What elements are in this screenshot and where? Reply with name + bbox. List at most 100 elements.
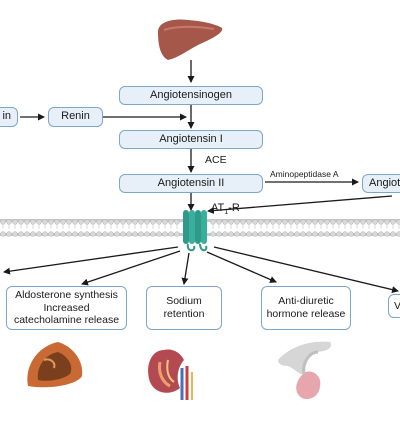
- lipid-head: [258, 231, 264, 237]
- lipid-head: [300, 231, 306, 237]
- lipid-head: [282, 219, 288, 225]
- lipid-head: [126, 219, 132, 225]
- lipid-head: [162, 231, 168, 237]
- angiotensinogen-label: Angiotensinogen: [150, 88, 232, 101]
- vasoconstriction-effect-label: V: [394, 299, 400, 312]
- lipid-head: [366, 219, 372, 225]
- liver-icon: [158, 19, 223, 60]
- angiotensin-1-label: Angiotensin I: [159, 132, 223, 145]
- lipid-head: [126, 231, 132, 237]
- lipid-head: [66, 219, 72, 225]
- lipid-head: [12, 219, 18, 225]
- lipid-head: [222, 231, 228, 237]
- lipid-head: [60, 231, 66, 237]
- lipid-head: [90, 219, 96, 225]
- lipid-head: [276, 231, 282, 237]
- lipid-head: [96, 231, 102, 237]
- lipid-head: [24, 219, 30, 225]
- kidney-icon: [148, 349, 193, 400]
- lipid-head: [324, 231, 330, 237]
- lipid-head: [378, 231, 384, 237]
- lipid-head: [138, 231, 144, 237]
- lipid-head: [18, 231, 24, 237]
- adh-effect-box: Anti-diuretic hormone release: [261, 286, 351, 330]
- lipid-head: [0, 231, 6, 237]
- lipid-head: [336, 219, 342, 225]
- adrenal-gland-icon: [27, 342, 83, 388]
- lipid-head: [390, 219, 396, 225]
- lipid-head: [396, 231, 400, 237]
- lipid-head: [276, 219, 282, 225]
- lipid-head: [246, 219, 252, 225]
- lipid-head: [288, 231, 294, 237]
- lipid-head: [12, 231, 18, 237]
- at-subscript: 1: [224, 209, 229, 217]
- lipid-head: [384, 231, 390, 237]
- lipid-head: [0, 219, 6, 225]
- lipid-head: [174, 231, 180, 237]
- lipid-head: [210, 231, 216, 237]
- lipid-head: [282, 231, 288, 237]
- lipid-head: [150, 231, 156, 237]
- angiotensin-3-node: Angiote: [362, 174, 400, 193]
- lipid-head: [30, 219, 36, 225]
- lipid-head: [54, 219, 60, 225]
- lipid-head: [60, 219, 66, 225]
- lipid-head: [390, 231, 396, 237]
- lipid-head: [66, 231, 72, 237]
- lipid-head: [84, 219, 90, 225]
- receptor-to-sodium-arrow: [181, 252, 190, 285]
- lipid-head: [312, 231, 318, 237]
- lipid-head: [348, 231, 354, 237]
- lipid-head: [306, 219, 312, 225]
- lipid-head: [324, 219, 330, 225]
- renin-source-label: in: [2, 110, 11, 123]
- aldosterone-effect-label: Aldosterone synthesis Increased catechol…: [13, 289, 120, 327]
- angiotensin-3-label: Angiote: [369, 176, 400, 189]
- pituitary-icon: [278, 341, 332, 400]
- lipid-head: [102, 219, 108, 225]
- lipid-head: [108, 231, 114, 237]
- lipid-head: [216, 231, 222, 237]
- lipid-head: [342, 219, 348, 225]
- lipid-head: [300, 219, 306, 225]
- lipid-head: [90, 231, 96, 237]
- lipid-head: [270, 231, 276, 237]
- lipid-head: [36, 219, 42, 225]
- lipid-head: [396, 219, 400, 225]
- lipid-head: [144, 231, 150, 237]
- lipid-head: [72, 219, 78, 225]
- lipid-head: [228, 231, 234, 237]
- renin-label: Renin: [61, 110, 90, 123]
- receptor-to-aldosterone-arrow: [81, 250, 181, 286]
- lipid-head: [264, 219, 270, 225]
- lipid-head: [252, 231, 258, 237]
- lipid-head: [264, 231, 270, 237]
- adh-effect-label: Anti-diuretic hormone release: [266, 295, 346, 320]
- lipid-head: [156, 231, 162, 237]
- lipid-head: [234, 219, 240, 225]
- at-label-text: AT: [211, 202, 225, 214]
- vasoconstriction-effect-box: V: [388, 294, 400, 318]
- lipid-head: [246, 231, 252, 237]
- lipid-head: [348, 219, 354, 225]
- angiotensin-1-node: Angiotensin I: [119, 130, 263, 149]
- lipid-head: [222, 219, 228, 225]
- ang3-to-receptor-arrow: [207, 195, 393, 215]
- lipid-head: [240, 231, 246, 237]
- renin-source-node: in: [0, 107, 18, 127]
- lipid-head: [132, 231, 138, 237]
- lipid-head: [150, 219, 156, 225]
- lipid-head: [168, 219, 174, 225]
- lipid-head: [342, 231, 348, 237]
- lipid-head: [168, 231, 174, 237]
- lipid-head: [306, 231, 312, 237]
- aldosterone-effect-box: Aldosterone synthesis Increased catechol…: [6, 286, 127, 330]
- lipid-head: [174, 219, 180, 225]
- renin-node: Renin: [48, 107, 103, 127]
- lipid-head: [102, 231, 108, 237]
- receptor-to-vaso-arrow: [213, 246, 399, 294]
- lipid-head: [360, 219, 366, 225]
